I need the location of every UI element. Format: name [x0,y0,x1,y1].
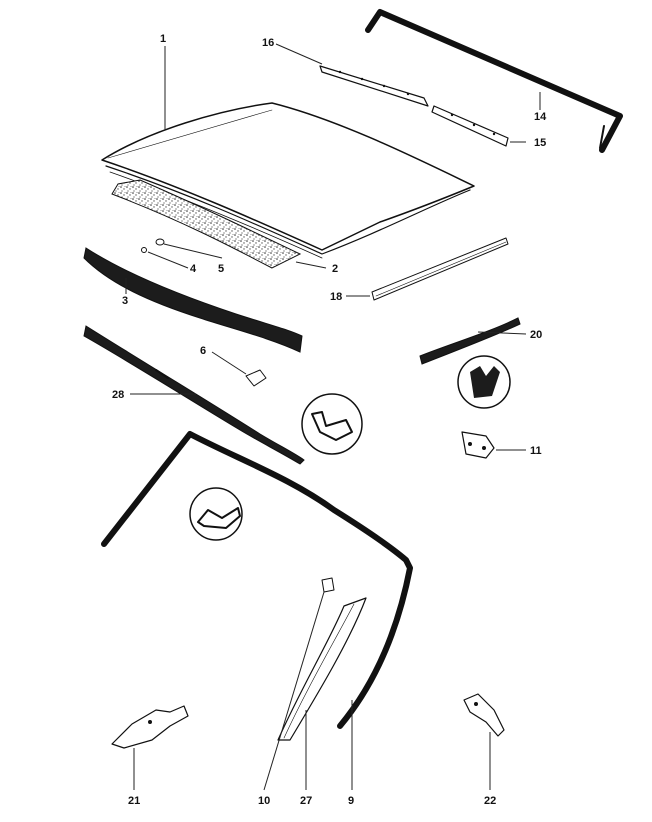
label-10: 10 [258,795,270,807]
part-11-bracket [461,431,495,459]
label-1: 1 [160,33,166,45]
label-22: 22 [484,795,496,807]
part-3-front-seal [83,247,303,353]
label-3: 3 [122,295,128,307]
label-16: 16 [262,37,274,49]
part-18-chrome-strip [371,237,509,301]
part-27-window-trim [277,597,367,741]
part-22-latch [463,693,505,737]
part-21-hinge [111,705,189,749]
label-28: 28 [112,389,124,401]
label-4: 4 [190,263,197,275]
label-9: 9 [348,795,354,807]
part-5-clip [155,238,165,246]
part-15-trim-strip [431,105,509,147]
part-6-clip [245,369,267,387]
label-5: 5 [218,263,224,275]
part-28-side-seal [83,325,363,465]
label-14: 14 [534,111,547,123]
part-20-seal-strip [419,317,521,409]
part-16-trim-strip [319,65,429,107]
part-4-clip [141,247,147,253]
part-labels: 1 16 14 15 2 4 5 3 18 20 6 28 11 21 10 2… [112,33,547,807]
part-10-clip [321,577,335,593]
label-18: 18 [330,291,342,303]
label-21: 21 [128,795,140,807]
label-15: 15 [534,137,546,149]
part-1-roof-panel [101,102,475,259]
leader-lines [125,43,541,791]
label-20: 20 [530,329,542,341]
part-14-rear-seal [365,9,623,153]
door-frame-seal [101,431,413,729]
part-2-headliner [111,179,302,269]
label-11: 11 [530,445,542,457]
label-27: 27 [300,795,312,807]
label-6: 6 [200,345,206,357]
label-2: 2 [332,263,338,275]
